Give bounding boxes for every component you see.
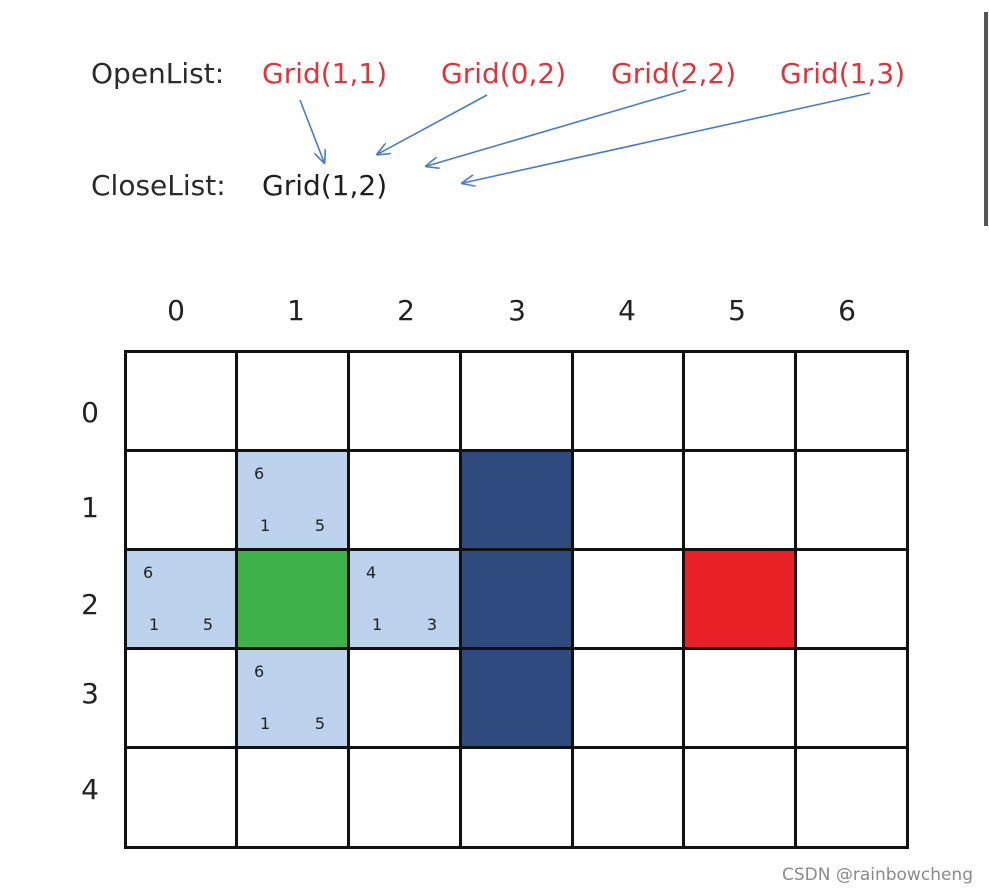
column-label: 2 [397, 294, 415, 327]
close-list-label: CloseList: [91, 169, 226, 202]
grid-cell [797, 353, 909, 452]
grid-cell [350, 353, 462, 452]
cost-h: 5 [314, 714, 325, 733]
grid-cell [574, 749, 685, 849]
arrow-line [463, 92, 871, 183]
grid-cell [350, 650, 462, 749]
row-label: 1 [81, 491, 99, 524]
row-label: 0 [81, 396, 99, 429]
grid-cell [238, 749, 350, 849]
column-label: 1 [287, 294, 305, 327]
column-label: 3 [508, 294, 526, 327]
grid-cell [797, 650, 909, 749]
arrow-line [378, 94, 488, 154]
cost-g: 1 [260, 714, 271, 733]
open-list-item: Grid(1,1) [262, 57, 388, 90]
cost-h: 5 [202, 615, 213, 634]
grid-cell [797, 749, 909, 849]
column-label: 5 [728, 294, 746, 327]
column-label: 6 [838, 294, 856, 327]
row-label: 3 [81, 677, 99, 710]
open-cell: 6 1 5 [127, 551, 238, 650]
cost-f: 6 [254, 464, 265, 483]
row-label: 4 [81, 773, 99, 806]
grid-cell [238, 353, 350, 452]
cost-h: 5 [314, 516, 325, 535]
wall-cell [462, 650, 574, 749]
cost-g: 1 [260, 516, 271, 535]
arrow-line [427, 89, 687, 166]
arrow-line [299, 99, 324, 162]
grid-cell [685, 353, 797, 452]
grid-cell [350, 749, 462, 849]
grid-cell [350, 452, 462, 551]
open-list-item: Grid(1,3) [780, 57, 906, 90]
row-label: 2 [81, 588, 99, 621]
watermark: CSDN @rainbowcheng [781, 865, 973, 885]
grid-cell [127, 650, 238, 749]
grid-cell [462, 749, 574, 849]
grid-cell [797, 452, 909, 551]
grid-cell [127, 452, 238, 551]
grid-cell [797, 551, 909, 650]
grid-cell [462, 353, 574, 452]
column-label: 0 [167, 294, 185, 327]
end-cell [685, 551, 797, 650]
open-list-item: Grid(2,2) [611, 57, 737, 90]
open-list-label: OpenList: [91, 57, 225, 90]
grid-cell [685, 452, 797, 551]
grid-cell [574, 452, 685, 551]
cost-f: 6 [254, 662, 265, 681]
cost-f: 4 [366, 563, 377, 582]
column-label: 4 [618, 294, 636, 327]
open-cell: 6 1 5 [238, 650, 350, 749]
path-grid: 6 1 5 6 1 5 4 1 3 6 1 5 [124, 350, 909, 849]
cost-g: 1 [372, 615, 383, 634]
start-cell [238, 551, 350, 650]
grid-cell [127, 353, 238, 452]
grid-cell [685, 749, 797, 849]
open-list-item: Grid(0,2) [441, 57, 567, 90]
open-cell: 6 1 5 [238, 452, 350, 551]
wall-cell [462, 551, 574, 650]
grid-cell [574, 353, 685, 452]
grid-cell [574, 650, 685, 749]
cost-f: 6 [143, 563, 154, 582]
scrollbar-edge [984, 12, 988, 226]
grid-cell [574, 551, 685, 650]
wall-cell [462, 452, 574, 551]
grid-cell [127, 749, 238, 849]
close-list-item: Grid(1,2) [262, 169, 388, 202]
cost-h: 3 [426, 615, 437, 634]
grid-cell [685, 650, 797, 749]
cost-g: 1 [149, 615, 160, 634]
open-cell: 4 1 3 [350, 551, 462, 650]
